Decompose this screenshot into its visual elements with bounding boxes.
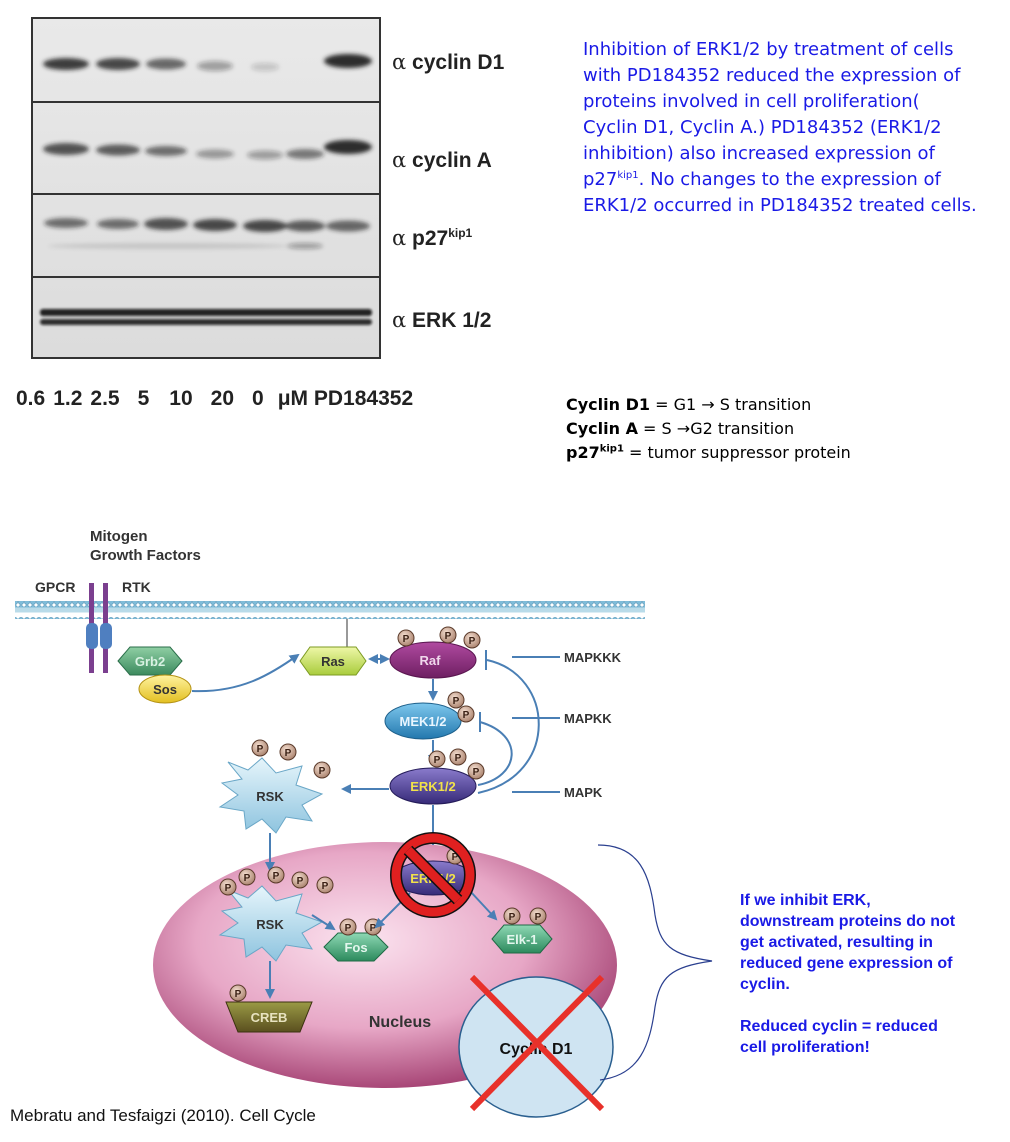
grb2-node <box>117 646 183 676</box>
rsk-nucleus-label: RSK <box>256 917 284 932</box>
creb-label: CREB <box>251 1010 288 1025</box>
conc-7: 0 <box>252 387 264 410</box>
conc-unit: μM PD184352 <box>277 387 414 410</box>
svg-text:P: P <box>257 744 264 755</box>
grb2-label: Grb2 <box>135 654 165 669</box>
svg-text:P: P <box>370 923 377 934</box>
conc-6: 20 <box>210 387 235 410</box>
rtk-label: RTK <box>122 579 151 595</box>
feedback-erk-raf <box>477 659 540 794</box>
def-cyclin-d1: Cyclin D1 = G1 → S transition <box>566 395 812 414</box>
svg-text:P: P <box>273 871 280 882</box>
mek-node <box>384 702 462 740</box>
conc-1: 0.6 <box>16 387 46 410</box>
svg-text:P: P <box>345 923 352 934</box>
label-cyclin-d1: α cyclin D1 <box>392 50 505 74</box>
erk-label: ERK1/2 <box>410 779 456 794</box>
creb-phospho: P <box>229 984 247 1002</box>
sos-node <box>138 674 192 704</box>
rsk-label: RSK <box>256 789 284 804</box>
growth-factors-label: Growth Factors <box>90 547 201 564</box>
mitogen-label: Mitogen <box>90 528 148 545</box>
svg-text:P: P <box>434 755 441 766</box>
erk-phospho: P P P <box>428 748 485 780</box>
elk1-label: Elk-1 <box>506 932 537 947</box>
svg-text:P: P <box>453 696 460 707</box>
raf-label: Raf <box>420 653 442 668</box>
gpcr-receptor <box>86 583 98 673</box>
svg-text:P: P <box>297 876 304 887</box>
elk1-phospho: P P <box>503 907 547 925</box>
bands-cyclin-a <box>43 140 372 160</box>
svg-text:P: P <box>319 766 326 777</box>
svg-text:P: P <box>235 989 242 1000</box>
creb-node <box>225 1001 313 1033</box>
conc-2: 1.2 <box>53 387 83 410</box>
concentration-row: 0.6 1.2 2.5 5 10 20 0 μM PD184352 <box>16 387 413 411</box>
rsk-phospho: P P P <box>251 739 331 779</box>
cyclin-d1-label: Cyclin D1 <box>500 1041 573 1058</box>
svg-text:P: P <box>403 634 410 645</box>
bands-cyclin-d1 <box>43 54 372 71</box>
mek-label: MEK1/2 <box>400 714 447 729</box>
ras-label: Ras <box>321 654 345 669</box>
blot-panels <box>31 17 381 359</box>
summary-text: Inhibition of ERK1/2 by treatment of cel… <box>583 39 977 216</box>
rsk-nucleus-phospho: P P P P P <box>219 866 334 896</box>
label-p27: α p27kip1 <box>392 226 473 250</box>
inhibition-note: If we inhibit ERK, downstream proteins d… <box>740 890 960 1058</box>
svg-text:P: P <box>244 873 251 884</box>
bands-p27 <box>44 218 370 249</box>
feedback-erk-mek <box>477 721 513 786</box>
sos-to-ras-arrow <box>191 653 300 693</box>
svg-text:P: P <box>469 636 476 647</box>
svg-text:P: P <box>322 881 329 892</box>
def-cyclin-a: Cyclin A = S →G2 transition <box>566 419 795 438</box>
svg-text:P: P <box>509 912 516 923</box>
bands-erk <box>40 309 372 325</box>
erk-node <box>389 767 477 805</box>
svg-text:P: P <box>535 912 542 923</box>
conc-3: 2.5 <box>90 387 120 410</box>
def-p27: p27kip1 = tumor suppressor protein <box>566 443 851 462</box>
svg-text:P: P <box>225 883 232 894</box>
raf-node <box>389 641 477 679</box>
mek-phospho: P P <box>447 691 475 723</box>
conc-5: 10 <box>169 387 193 410</box>
mapkkk-label: MAPKKK <box>564 650 622 665</box>
mapk-label: MAPK <box>564 785 603 800</box>
svg-text:P: P <box>445 631 452 642</box>
nucleus-label: Nucleus <box>369 1014 431 1031</box>
note-conclusion: Reduced cyclin = reduced cell proliferat… <box>740 1018 938 1056</box>
erk-pathway-diagram: Mitogen Growth Factors GPCR RTK Grb2 Sos… <box>15 528 713 1118</box>
label-erk: α ERK 1/2 <box>392 308 492 332</box>
sos-label: Sos <box>153 682 177 697</box>
elk1-node <box>491 924 553 954</box>
curly-brace <box>597 844 713 1081</box>
inhibit-sign-icon <box>390 832 476 918</box>
svg-text:P: P <box>285 748 292 759</box>
ras-node <box>299 646 367 676</box>
svg-text:P: P <box>463 710 470 721</box>
cross-icon <box>469 974 605 1112</box>
rsk-nucleus-node <box>218 885 324 962</box>
svg-text:P: P <box>455 753 462 764</box>
western-blot-figure: α cyclin D1 α cyclin A α p27kip1 α ERK 1… <box>8 6 544 432</box>
gpcr-label: GPCR <box>35 579 75 595</box>
mapkk-label: MAPKK <box>564 711 612 726</box>
definitions: Cyclin D1 = G1 → S transition Cyclin A =… <box>566 393 851 465</box>
rsk-node <box>218 757 324 834</box>
fos-label: Fos <box>344 940 367 955</box>
fos-node <box>323 932 389 962</box>
svg-text:P: P <box>473 767 480 778</box>
label-cyclin-a: α cyclin A <box>392 148 492 172</box>
svg-text:P: P <box>452 852 459 863</box>
raf-phospho: P P P <box>397 626 481 649</box>
conc-4: 5 <box>137 387 150 410</box>
citation: Mebratu and Tesfaigzi (2010). Cell Cycle <box>10 1106 316 1125</box>
note-explanation: If we inhibit ERK, downstream proteins d… <box>740 892 956 993</box>
rtk-receptor <box>100 583 112 673</box>
